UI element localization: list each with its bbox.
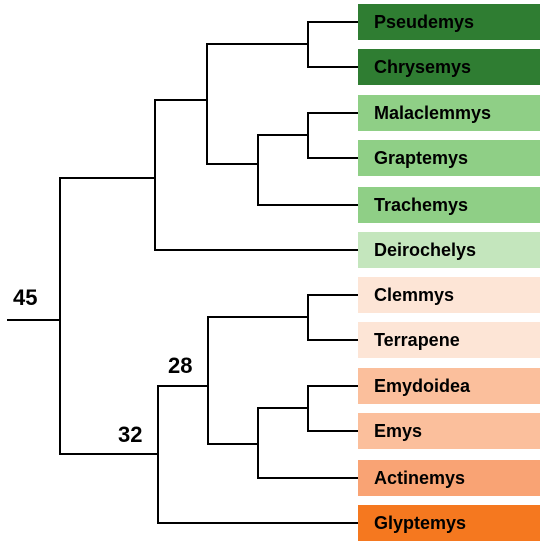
taxon-actinemys: Actinemys xyxy=(358,460,540,496)
taxon-trachemys: Trachemys xyxy=(358,187,540,223)
taxon-graptemys: Graptemys xyxy=(358,140,540,176)
taxon-label: Pseudemys xyxy=(374,11,475,32)
taxon-label: Clemmys xyxy=(374,284,455,305)
taxon-clemmys: Clemmys xyxy=(358,277,540,313)
taxon-label: Trachemys xyxy=(374,194,469,215)
taxon-glyptemys: Glyptemys xyxy=(358,505,540,541)
taxon-label: Emydoidea xyxy=(374,375,471,396)
taxon-chrysemys: Chrysemys xyxy=(358,49,540,85)
taxon-label: Graptemys xyxy=(374,147,469,168)
taxon-label: Emys xyxy=(374,420,423,441)
node-label-clade-28: 28 xyxy=(168,353,193,378)
taxon-malaclemmys: Malaclemmys xyxy=(358,95,540,131)
taxon-label: Malaclemmys xyxy=(374,102,492,123)
taxon-deirochelys: Deirochelys xyxy=(358,232,540,268)
taxon-label: Actinemys xyxy=(374,467,466,488)
taxon-label: Terrapene xyxy=(374,329,460,350)
taxon-label: Glyptemys xyxy=(374,512,467,533)
node-label-root: 45 xyxy=(13,285,38,310)
taxon-terrapene: Terrapene xyxy=(358,322,540,358)
node-label-clade-32: 32 xyxy=(118,422,143,447)
taxon-label: Chrysemys xyxy=(374,56,472,77)
taxon-emydoidea: Emydoidea xyxy=(358,368,540,404)
taxon-pseudemys: Pseudemys xyxy=(358,4,540,40)
taxon-emys: Emys xyxy=(358,413,540,449)
taxon-label: Deirochelys xyxy=(374,239,477,260)
